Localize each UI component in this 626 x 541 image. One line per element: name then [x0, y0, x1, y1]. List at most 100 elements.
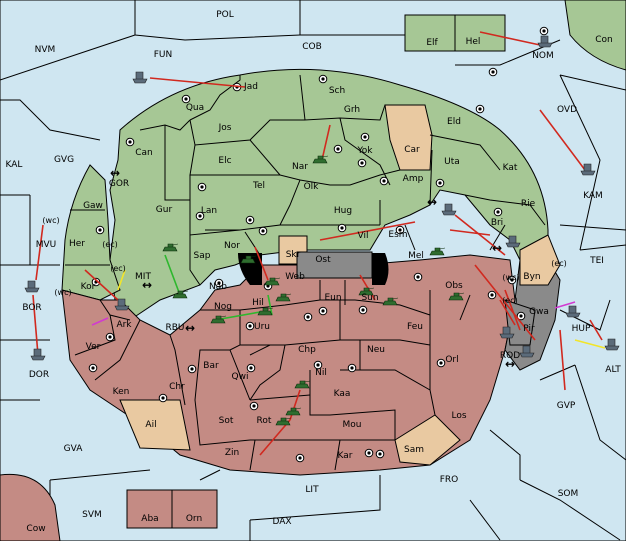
fleet-unit-icon[interactable]	[519, 345, 535, 358]
army-unit-icon[interactable]	[210, 315, 227, 324]
supply-center-icon	[360, 132, 370, 142]
order-arrows	[32, 31, 606, 456]
label-Mel: Mel	[408, 251, 424, 261]
coast-label: (ec)	[102, 240, 118, 249]
supply-center-icon	[95, 225, 105, 235]
fleet-unit-icon[interactable]	[505, 235, 521, 248]
label-Ver: Ver	[86, 342, 101, 352]
army-unit-icon[interactable]	[448, 292, 465, 301]
label-Los: Los	[451, 411, 466, 421]
label-KAL: KAL	[6, 160, 23, 170]
label-Lan: Lan	[201, 206, 217, 216]
region-Car[interactable]	[384, 104, 433, 171]
supply-center-icon	[295, 453, 305, 463]
label-HUP: HUP	[572, 324, 591, 334]
label-Sun: Sun	[361, 293, 378, 303]
army-unit-icon[interactable]	[358, 287, 375, 296]
supply-center-icon	[158, 393, 168, 403]
supply-center-icon	[313, 360, 323, 370]
supply-center-icon	[375, 449, 385, 459]
coast-label: (wc)	[54, 288, 71, 297]
label-Elc: Elc	[218, 156, 231, 166]
army-unit-icon[interactable]	[285, 407, 302, 416]
fleet-unit-icon[interactable]	[24, 280, 40, 293]
label-Feu: Feu	[407, 322, 423, 332]
coast-label: (wc)	[42, 216, 59, 225]
army-unit-icon[interactable]	[312, 155, 329, 164]
fleet-unit-icon[interactable]	[565, 305, 581, 318]
region-Cow[interactable]	[0, 473, 61, 541]
label-Can: Can	[135, 148, 153, 158]
label-Ark: Ark	[116, 320, 132, 330]
label-Uta: Uta	[444, 157, 460, 167]
region-Hel[interactable]	[454, 14, 506, 52]
label-Hel: Hel	[466, 37, 481, 47]
supply-center-icon	[214, 278, 224, 288]
green-hook-west[interactable]	[61, 164, 121, 301]
supply-center-icon	[357, 158, 367, 168]
fleet-unit-icon[interactable]	[537, 35, 553, 48]
fleet-unit-icon[interactable]	[114, 298, 130, 311]
supply-center-icon	[88, 363, 98, 373]
army-unit-icon[interactable]	[275, 293, 292, 302]
supply-center-icon	[507, 275, 517, 285]
fleet-unit-icon[interactable]	[580, 163, 596, 176]
label-GVA: GVA	[64, 444, 84, 454]
army-unit-icon[interactable]	[429, 247, 446, 256]
label-MVU: MVU	[36, 240, 57, 250]
supply-center-icon	[413, 272, 423, 282]
label-BOR: BOR	[22, 303, 41, 313]
region-Byn[interactable]	[519, 234, 561, 286]
fleet-unit-icon[interactable]	[30, 348, 46, 361]
label-Ail: Ail	[145, 420, 156, 430]
label-Hil: Hil	[252, 298, 264, 308]
supply-center-icon	[91, 277, 101, 287]
army-unit-icon[interactable]	[172, 290, 189, 299]
supply-center-icon	[333, 144, 343, 154]
label-Neu: Neu	[367, 345, 385, 355]
army-unit-icon[interactable]	[275, 417, 292, 426]
label-Nil: Nil	[315, 368, 327, 378]
supply-center-icon	[475, 104, 485, 114]
region-Ost[interactable]	[296, 251, 373, 279]
label-Rot: Rot	[257, 416, 272, 426]
label-Eld: Eld	[447, 117, 461, 127]
label-Gur: Gur	[156, 205, 173, 215]
supply-center-icon	[105, 332, 115, 342]
region-Orn[interactable]	[171, 489, 218, 529]
army-unit-icon[interactable]	[240, 255, 257, 264]
region-Aba[interactable]	[126, 489, 173, 529]
label-Jos: Jos	[218, 123, 232, 133]
army-unit-icon[interactable]	[162, 243, 179, 252]
passage-arrow-icon: ↔	[427, 195, 437, 209]
supply-center-icon	[487, 290, 497, 300]
army-unit-icon[interactable]	[264, 277, 281, 286]
coast-label: (ec)	[551, 259, 567, 268]
fleet-unit-icon[interactable]	[132, 71, 148, 84]
supply-center-icon	[318, 74, 328, 84]
label-POL: POL	[216, 10, 234, 20]
supply-center-icon	[379, 176, 389, 186]
passage-arrow-icon: ↔	[492, 241, 502, 255]
supply-center-icon	[245, 321, 255, 331]
region-Elf[interactable]	[404, 14, 456, 52]
label-FUN: FUN	[154, 50, 173, 60]
fleet-unit-icon[interactable]	[499, 326, 515, 339]
label-TEI: TEI	[589, 256, 604, 266]
fleet-unit-icon[interactable]	[441, 203, 457, 216]
label-Kaa: Kaa	[334, 389, 351, 399]
army-unit-icon[interactable]	[382, 297, 399, 306]
army-unit-icon[interactable]	[257, 307, 274, 316]
supply-center-icon	[488, 67, 498, 77]
blocker-east	[372, 253, 389, 285]
supply-center-icon	[125, 137, 135, 147]
label-RBU: RBU	[165, 323, 184, 333]
army-unit-icon[interactable]	[294, 380, 311, 389]
label-Qwi: Qwi	[232, 372, 249, 382]
fleet-unit-icon[interactable]	[604, 338, 620, 351]
region-Sam[interactable]	[394, 414, 461, 466]
label-FRO: FRO	[440, 475, 459, 485]
label-Chp: Chp	[298, 345, 316, 355]
label-SVM: SVM	[82, 510, 102, 520]
